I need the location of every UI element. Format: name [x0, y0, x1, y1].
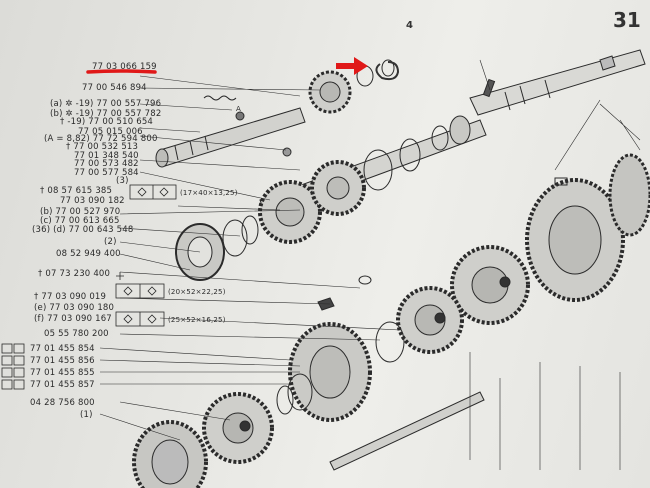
part-label-19: † 07 73 230 400	[38, 269, 111, 279]
part-label-25: 77 01 455 856	[30, 356, 95, 366]
part-label-6: (A = 8,82) 77 72 594 800	[44, 134, 158, 144]
part-label-7: † 77 00 532 513	[66, 142, 139, 152]
part-label-10: 77 00 577 584	[74, 168, 139, 178]
secondary-shaft	[159, 107, 306, 167]
part-label-1: 77 00 546 894	[82, 83, 147, 93]
part-label-12: † 08 57 615 385	[40, 186, 113, 196]
part-label-13: 77 03 090 182	[60, 196, 125, 206]
part-label-4: † -19) 77 00 510 654	[60, 117, 154, 127]
shaft-pin	[482, 78, 496, 98]
part-label-28: 04 28 756 800	[30, 398, 95, 408]
part-label-29: (1)	[80, 410, 93, 420]
part-label-18: 08 52 949 400	[56, 249, 121, 259]
part-label-17: (2)	[104, 237, 117, 247]
page-number: 31	[613, 8, 641, 32]
part-label-14: (b) 77 00 527 970	[40, 207, 121, 217]
part-label-5: 77 05 015 006	[78, 127, 143, 137]
part-label-24: 77 01 455 854	[30, 344, 95, 354]
part-label-0: 77 03 066 159	[92, 62, 157, 72]
bearing-dim-1: (17×40×13,25)	[180, 189, 238, 197]
part-label-21: (e) 77 03 090 180	[34, 303, 115, 313]
selector-rod	[329, 391, 485, 471]
callout-a: A	[236, 105, 241, 113]
part-label-8: 77 01 348 540	[74, 151, 139, 161]
top-mark-glyph: 4	[406, 20, 413, 31]
part-label-27: 77 01 455 857	[30, 380, 95, 390]
part-label-22: (f) 77 03 090 167	[34, 314, 112, 324]
part-label-23: 05 55 780 200	[44, 329, 109, 339]
circlip	[375, 61, 400, 81]
part-label-20: † 77 03 090 019	[34, 292, 107, 302]
part-label-16: (36) (d) 77 00 643 548	[32, 225, 134, 235]
part-label-3: (b) ✲ -19) 77 00 557 782	[50, 109, 162, 119]
detent-spring	[203, 95, 237, 101]
bearing-dim-3: (25×52×16,25)	[168, 316, 226, 324]
part-label-2: (a) ✲ -19) 77 00 557 796	[50, 99, 162, 109]
part-label-15: (c) 77 00 613 665	[40, 216, 120, 226]
input-shaft	[469, 49, 646, 116]
red-underline	[86, 69, 157, 74]
part-label-9: 77 00 573 482	[74, 159, 139, 169]
part-label-11: (3)	[116, 176, 129, 186]
bearing-dim-2: (20×52×22,25)	[168, 288, 226, 296]
part-label-26: 77 01 455 855	[30, 368, 95, 378]
red-arrow	[336, 57, 368, 75]
